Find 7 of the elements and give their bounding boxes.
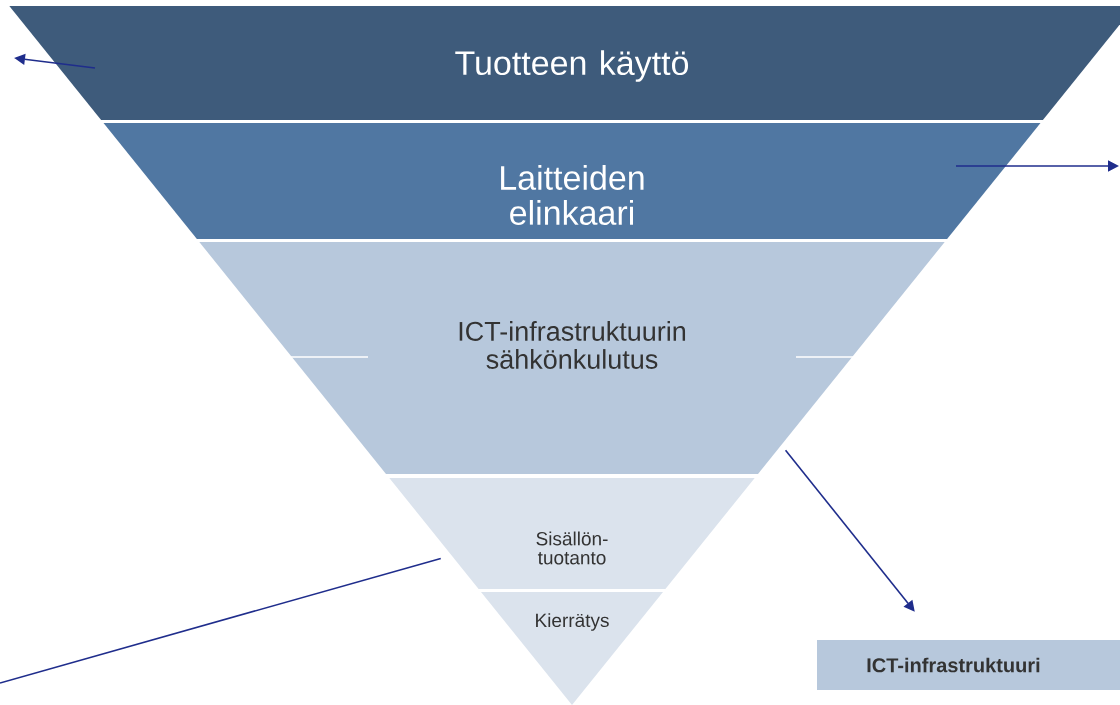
funnel-band: ICT-infrastruktuurin sähkönkulutus [199, 242, 945, 474]
funnel-band: Tuotteen käyttö [9, 6, 1120, 120]
funnel-band: Laitteiden elinkaari [103, 123, 1041, 239]
funnel-band: Kierrätys [481, 592, 663, 705]
funnel-band: Sisällön- tuotanto [389, 478, 755, 589]
arrow [784, 449, 915, 612]
label-box: ICT-infrastruktuuri [817, 640, 1120, 690]
